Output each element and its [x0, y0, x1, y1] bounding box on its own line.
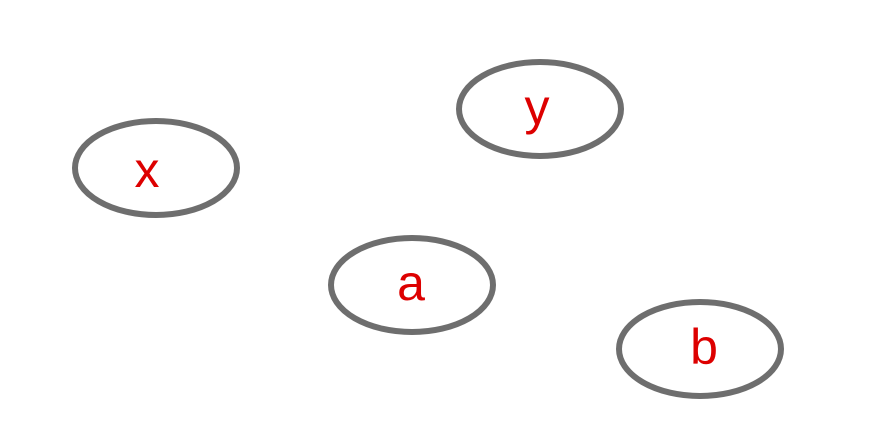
node-y: y	[456, 59, 624, 159]
node-y-ellipse	[456, 59, 624, 159]
node-b-label: b	[690, 319, 718, 375]
node-a-ellipse	[328, 235, 496, 335]
node-a-label: a	[397, 255, 425, 311]
node-x-ellipse	[72, 118, 240, 218]
node-b: b	[616, 299, 784, 399]
node-y-label: y	[525, 79, 550, 135]
node-a: a	[328, 235, 496, 335]
node-x: x	[72, 118, 240, 218]
node-b-ellipse	[616, 299, 784, 399]
node-x-label: x	[135, 142, 160, 198]
